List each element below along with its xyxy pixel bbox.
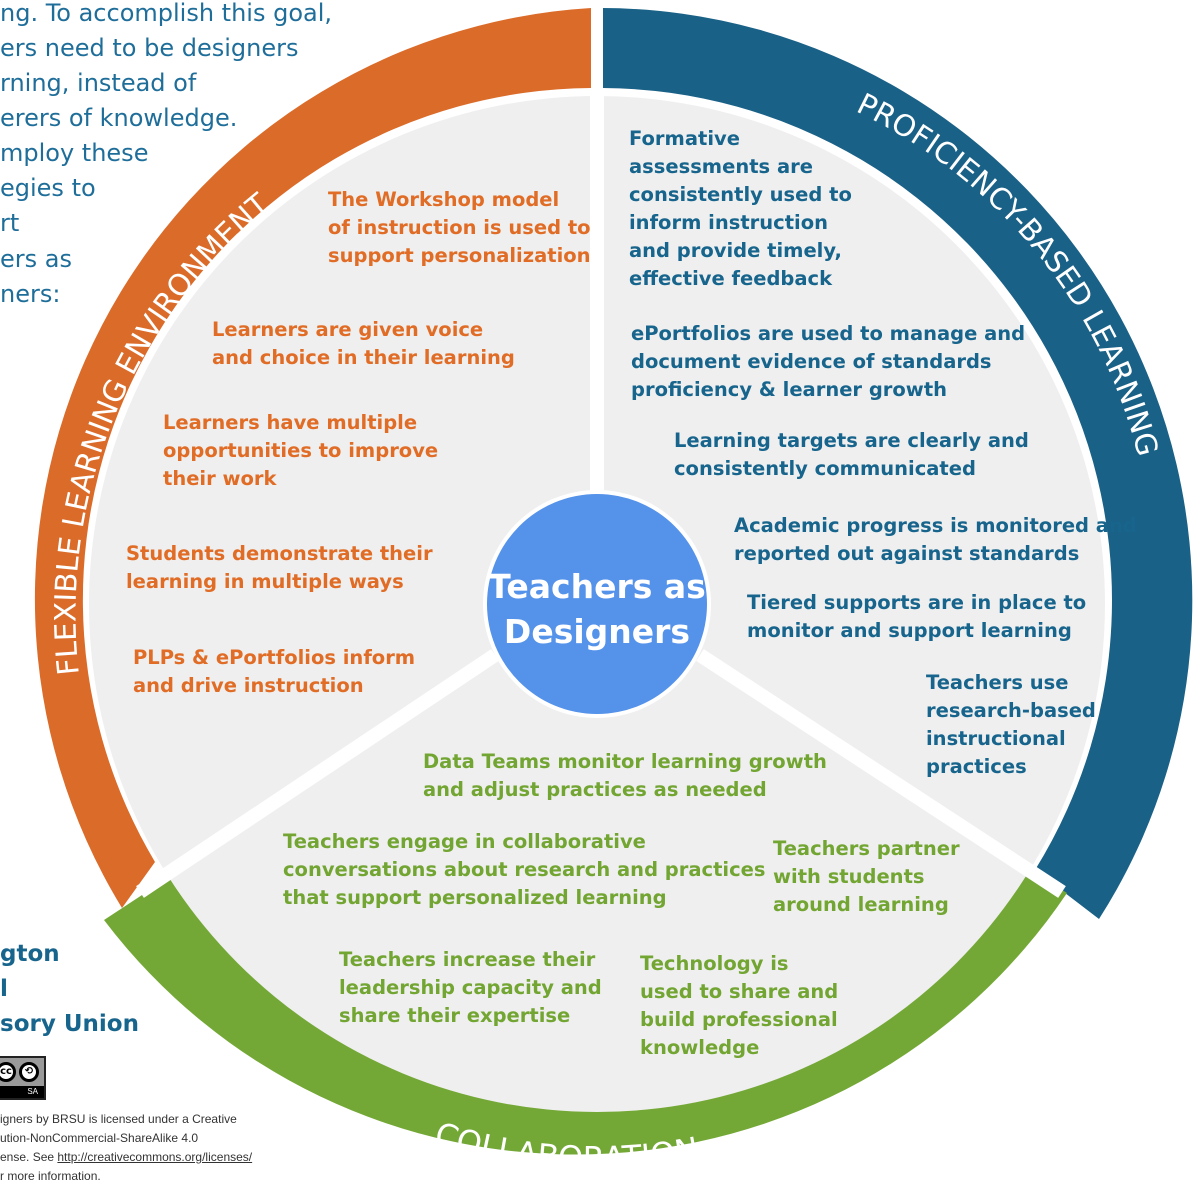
item-line: Learners are given voice (212, 318, 484, 341)
item-line: monitor and support learning (747, 619, 1072, 642)
divider-right (696, 649, 1066, 898)
item-line: PLPs & ePortfolios inform (133, 646, 416, 669)
item-line: Learners have multiple (163, 411, 418, 434)
flexible-item-multiple-opportunities: Learners have multiple opportunities to … (163, 409, 438, 493)
flexible-item-demonstrate-learning: Students demonstrate their learning in m… (126, 540, 433, 596)
item-line: Academic progress is monitored and (734, 514, 1137, 537)
proficiency-item-learning-targets: Learning targets are clearly and consist… (674, 427, 1029, 483)
item-line: build professional (640, 1008, 838, 1031)
proficiency-item-research-based: Teachers use research-based instructiona… (926, 669, 1096, 781)
item-line: research-based (926, 699, 1096, 722)
organization-line: gton (0, 941, 60, 967)
creative-commons-badge-icon[interactable]: cc ⟲ SA (0, 1056, 46, 1100)
cc-badge-bar (0, 1086, 44, 1098)
item-line: reported out against standards (734, 542, 1080, 565)
flexible-item-plps-eportfolios: PLPs & ePortfolios inform and drive inst… (133, 644, 415, 700)
item-line: instructional (926, 727, 1066, 750)
intro-line: rning, instead of (0, 69, 197, 97)
license-line: igners by BRSU is licensed under a Creat… (0, 1112, 237, 1126)
item-line: that support personalized learning (283, 886, 667, 909)
divider-left (136, 649, 499, 898)
intro-line: ng. To accomplish this goal, (0, 0, 333, 27)
item-line: Teachers partner (773, 837, 960, 860)
item-line: ePortfolios are used to manage and (631, 322, 1026, 345)
item-line: The Workshop model (328, 188, 560, 211)
intro-line: ers as (0, 245, 72, 273)
item-line: and drive instruction (133, 674, 364, 697)
item-line: proficiency & learner growth (631, 378, 948, 401)
item-line: Teachers increase their (339, 948, 596, 971)
item-line: Technology is (640, 952, 789, 975)
intro-line: rt (0, 209, 20, 237)
intro-line: mploy these (0, 139, 149, 167)
collaboration-item-data-teams: Data Teams monitor learning growth and a… (423, 748, 827, 804)
flexible-ring (34, 8, 591, 908)
item-line: consistently communicated (674, 457, 976, 480)
item-line: knowledge (640, 1036, 760, 1059)
intro-line: erers of knowledge. (0, 104, 238, 132)
organization-line: sory Union (0, 1011, 139, 1037)
item-line: support personalization (328, 244, 591, 267)
item-line: Learning targets are clearly and (674, 429, 1029, 452)
item-line: and adjust practices as needed (423, 778, 767, 801)
proficiency-ring (603, 8, 1193, 919)
item-line: consistently used to (629, 183, 852, 206)
item-line: learning in multiple ways (126, 570, 404, 593)
license-line-text: ense. See (0, 1150, 58, 1164)
item-line: effective feedback (629, 267, 833, 290)
item-line: document evidence of standards (631, 350, 992, 373)
organization-line: l (0, 976, 8, 1002)
collaboration-item-partner-students: Teachers partner with students around le… (773, 835, 960, 919)
item-line: Tiered supports are in place to (747, 591, 1087, 614)
cc-attribution-icon: cc (0, 1062, 16, 1082)
center-badge (487, 494, 707, 714)
flexible-item-workshop-model: The Workshop model of instruction is use… (328, 186, 591, 270)
item-line: practices (926, 755, 1027, 778)
intro-line: egies to (0, 174, 96, 202)
intro-line: ers need to be designers (0, 34, 299, 62)
license-line: r more information. (0, 1169, 101, 1183)
item-line: used to share and (640, 980, 839, 1003)
item-line: assessments are (629, 155, 813, 178)
item-line: Students demonstrate their (126, 542, 433, 565)
proficiency-item-academic-progress: Academic progress is monitored and repor… (734, 512, 1137, 568)
collaboration-item-collaborative-conversations: Teachers engage in collaborative convers… (283, 828, 766, 912)
item-line: and provide timely, (629, 239, 842, 262)
item-line: inform instruction (629, 211, 829, 234)
item-line: Teachers use (926, 671, 1069, 694)
item-line: conversations about research and practic… (283, 858, 766, 881)
item-line: Teachers engage in collaborative (283, 830, 646, 853)
center-title-line2: Designers (504, 612, 690, 651)
item-line: and choice in their learning (212, 346, 515, 369)
item-line: with students (773, 865, 925, 888)
license-line: ense. See http://creativecommons.org/lic… (0, 1148, 252, 1167)
proficiency-item-formative-assessments: Formative assessments are consistently u… (629, 125, 852, 293)
item-line: their work (163, 467, 277, 490)
item-line: around learning (773, 893, 949, 916)
item-line: share their expertise (339, 1004, 571, 1027)
item-line: Formative (629, 127, 740, 150)
collaboration-item-technology: Technology is used to share and build pr… (640, 950, 838, 1062)
cc-share-alike-icon: ⟲ (19, 1062, 39, 1082)
item-line: opportunities to improve (163, 439, 439, 462)
center-title-line1: Teachers as (488, 567, 706, 606)
proficiency-item-tiered-supports: Tiered supports are in place to monitor … (747, 589, 1086, 645)
item-line: leadership capacity and (339, 976, 602, 999)
flexible-item-voice-choice: Learners are given voice and choice in t… (212, 316, 515, 372)
license-line: ution-NonCommercial-ShareAlike 4.0 (0, 1131, 199, 1145)
collaboration-ring (104, 853, 1067, 1155)
item-line: Data Teams monitor learning growth (423, 750, 827, 773)
license-link[interactable]: http://creativecommons.org/licenses/ (57, 1150, 253, 1164)
cc-badge-label: SA (27, 1087, 38, 1096)
collaboration-item-leadership-capacity: Teachers increase their leadership capac… (339, 946, 602, 1030)
intro-line: ners: (0, 280, 61, 308)
item-line: of instruction is used to (328, 216, 591, 239)
proficiency-item-eportfolios: ePortfolios are used to manage and docum… (631, 320, 1025, 404)
